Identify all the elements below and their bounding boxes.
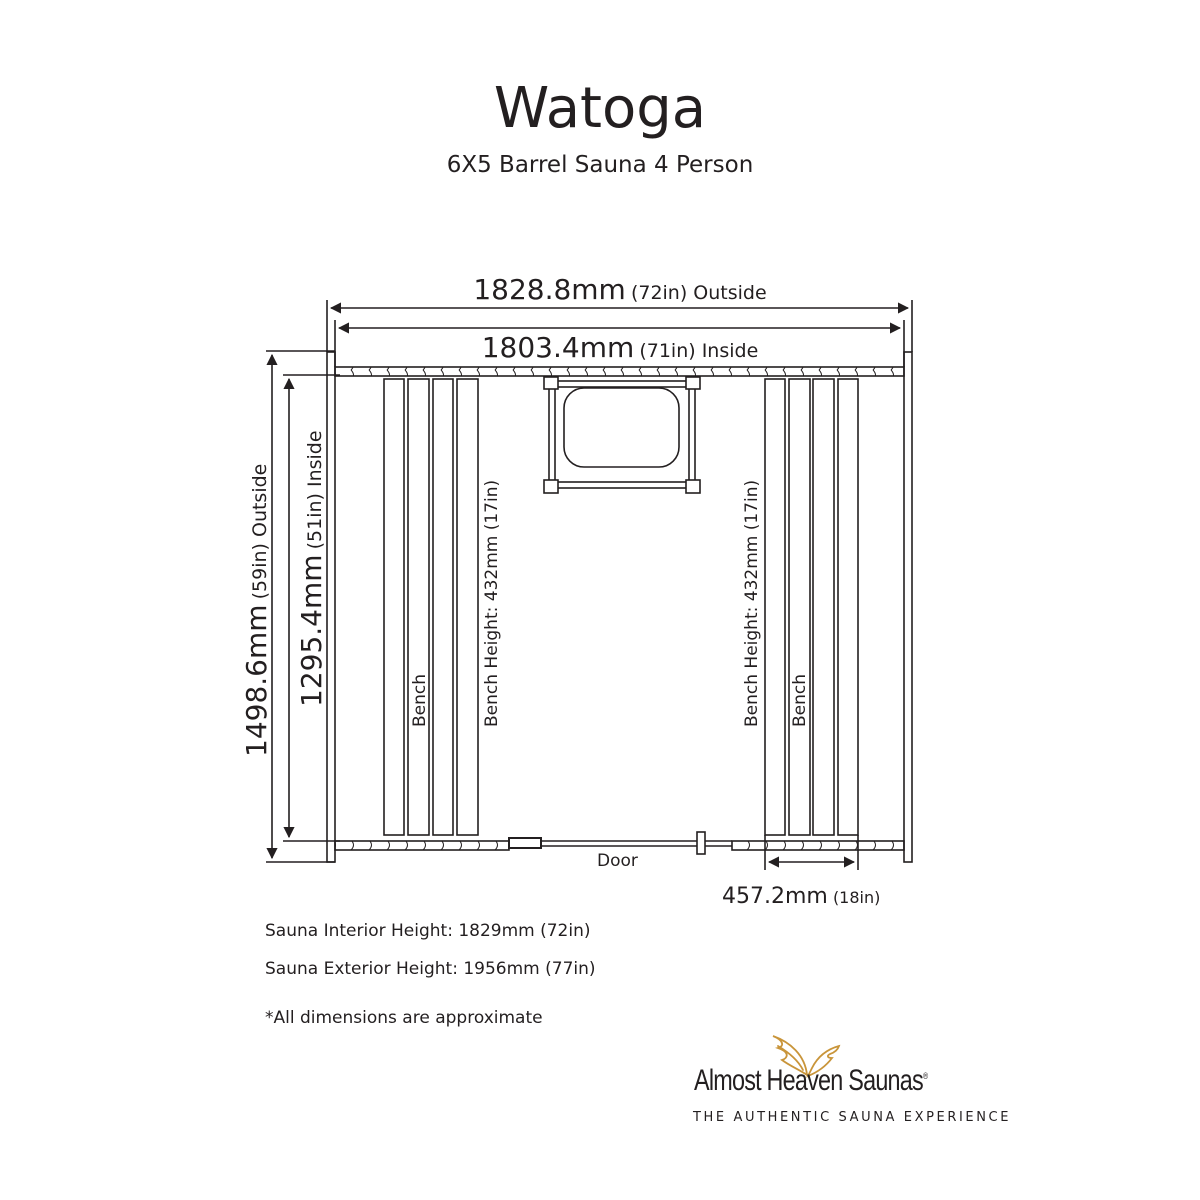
interior-height-note: Sauna Interior Height: 1829mm (72in) <box>265 921 591 941</box>
right-bench <box>764 378 859 836</box>
bench-depth-dimension <box>764 835 859 870</box>
left-outer-wall <box>326 351 336 863</box>
width-inside-inches: (71in) Inside <box>639 340 759 362</box>
top-wall-staves <box>334 366 905 377</box>
depth-outside-label: 1498.6mm (59in) Outside <box>240 464 273 757</box>
brand-tagline: THE AUTHENTIC SAUNA EXPERIENCE <box>693 1110 1012 1125</box>
left-bench-height-label: Bench Height: 432mm (17in) <box>482 479 502 727</box>
depth-outside-inches: (59in) Outside <box>249 463 271 600</box>
angel-wings-icon <box>772 1035 841 1078</box>
depth-outside-mm: 1498.6mm <box>240 604 273 757</box>
width-inside-mm: 1803.4mm <box>481 331 635 364</box>
depth-outside-dimension <box>266 350 335 863</box>
left-bench-label: Bench <box>410 673 430 727</box>
heater-icon <box>543 376 701 494</box>
brand-name-text: Almost Heaven Saunas <box>694 1064 924 1097</box>
exterior-height-note: Sauna Exterior Height: 1956mm (77in) <box>265 959 596 979</box>
page-subtitle: 6X5 Barrel Sauna 4 Person <box>446 152 754 178</box>
brand-logo: Almost Heaven Saunas® <box>694 1064 993 1098</box>
left-bench <box>383 378 479 836</box>
width-outside-dimension <box>326 300 913 352</box>
depth-inside-label: 1295.4mm (51in) Inside <box>295 430 328 707</box>
right-bench-height-label: Bench Height: 432mm (17in) <box>742 479 762 727</box>
registered-mark: ® <box>922 1071 928 1081</box>
bench-depth-inches: (18in) <box>832 888 881 907</box>
width-inside-dimension <box>334 320 905 367</box>
door-handle-icon <box>696 831 706 855</box>
approximate-disclaimer: *All dimensions are approximate <box>265 1008 543 1028</box>
width-inside-label: 1803.4mm (71in) Inside <box>330 331 910 364</box>
page-title: Watoga <box>493 76 707 141</box>
depth-inside-dimension <box>283 374 340 842</box>
door <box>508 831 732 855</box>
depth-inside-mm: 1295.4mm <box>295 554 328 707</box>
bench-depth-label: 457.2mm (18in) <box>722 884 880 909</box>
door-label: Door <box>597 851 638 871</box>
brand-name: Almost Heaven Saunas® <box>694 1064 928 1098</box>
right-outer-wall <box>903 351 913 863</box>
width-outside-mm: 1828.8mm <box>473 273 626 306</box>
depth-inside-inches: (51in) Inside <box>304 430 326 550</box>
width-outside-inches: (72in) Outside <box>630 282 767 304</box>
bench-depth-mm: 457.2mm <box>722 884 828 909</box>
right-bench-label: Bench <box>790 673 810 727</box>
width-outside-label: 1828.8mm (72in) Outside <box>330 273 910 306</box>
